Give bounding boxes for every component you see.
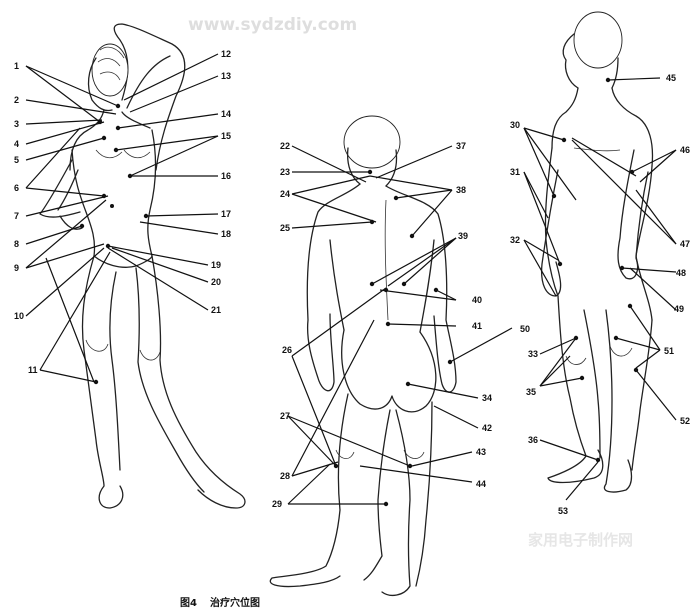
label-12: 12: [221, 49, 231, 59]
label-43: 43: [476, 447, 486, 457]
figure-front-left: [39, 23, 246, 509]
label-41: 41: [472, 321, 482, 331]
label-49: 49: [674, 304, 684, 314]
label-11: 11: [28, 365, 38, 375]
label-45: 45: [666, 73, 676, 83]
label-46: 46: [680, 145, 690, 155]
label-50: 50: [520, 324, 530, 334]
label-51: 51: [664, 346, 674, 356]
label-3: 3: [14, 119, 19, 129]
label-16: 16: [221, 171, 231, 181]
label-20: 20: [211, 277, 221, 287]
label-37: 37: [456, 141, 466, 151]
label-25: 25: [280, 223, 290, 233]
figure-back-middle: [269, 115, 457, 597]
leader-lines: [25, 53, 677, 505]
label-36: 36: [528, 435, 538, 445]
label-30: 30: [510, 120, 520, 130]
watermark-top: www.sydzdiy.com: [188, 15, 357, 35]
label-14: 14: [221, 109, 231, 119]
label-40: 40: [472, 295, 482, 305]
label-23: 23: [280, 167, 290, 177]
label-26: 26: [282, 345, 292, 355]
label-24: 24: [280, 189, 290, 199]
label-48: 48: [676, 268, 686, 278]
figure-number: 图4: [180, 597, 197, 609]
label-19: 19: [211, 260, 221, 270]
label-44: 44: [476, 479, 486, 489]
label-4: 4: [14, 139, 19, 149]
label-42: 42: [482, 423, 492, 433]
label-21: 21: [211, 305, 221, 315]
figure-title: 治疗穴位图: [210, 596, 260, 609]
label-28: 28: [280, 471, 290, 481]
label-5: 5: [14, 155, 19, 165]
acupoint-dots: [79, 77, 639, 507]
watermark-bottom: 家用电子制作网: [528, 531, 633, 549]
label-52: 52: [680, 416, 690, 426]
label-2: 2: [14, 95, 19, 105]
label-6: 6: [14, 183, 19, 193]
label-15: 15: [221, 131, 231, 141]
label-47: 47: [680, 239, 690, 249]
label-34: 34: [482, 393, 492, 403]
label-18: 18: [221, 229, 231, 239]
label-29: 29: [272, 499, 282, 509]
label-8: 8: [14, 239, 19, 249]
label-27: 27: [280, 411, 290, 421]
label-10: 10: [14, 311, 24, 321]
label-13: 13: [221, 71, 231, 81]
label-17: 17: [221, 209, 231, 219]
label-38: 38: [456, 185, 466, 195]
label-1: 1: [14, 61, 19, 71]
label-53: 53: [558, 506, 568, 516]
label-35: 35: [526, 387, 536, 397]
label-31: 31: [510, 167, 520, 177]
label-22: 22: [280, 141, 290, 151]
label-7: 7: [14, 211, 19, 221]
figure-side-right: [540, 11, 654, 493]
label-9: 9: [14, 263, 19, 273]
label-32: 32: [510, 235, 520, 245]
label-33: 33: [528, 349, 538, 359]
label-39: 39: [458, 231, 468, 241]
number-labels: 1 2 3 4 5 6 7 8 9 10 11 12 13 14 15 16 1…: [14, 49, 690, 516]
